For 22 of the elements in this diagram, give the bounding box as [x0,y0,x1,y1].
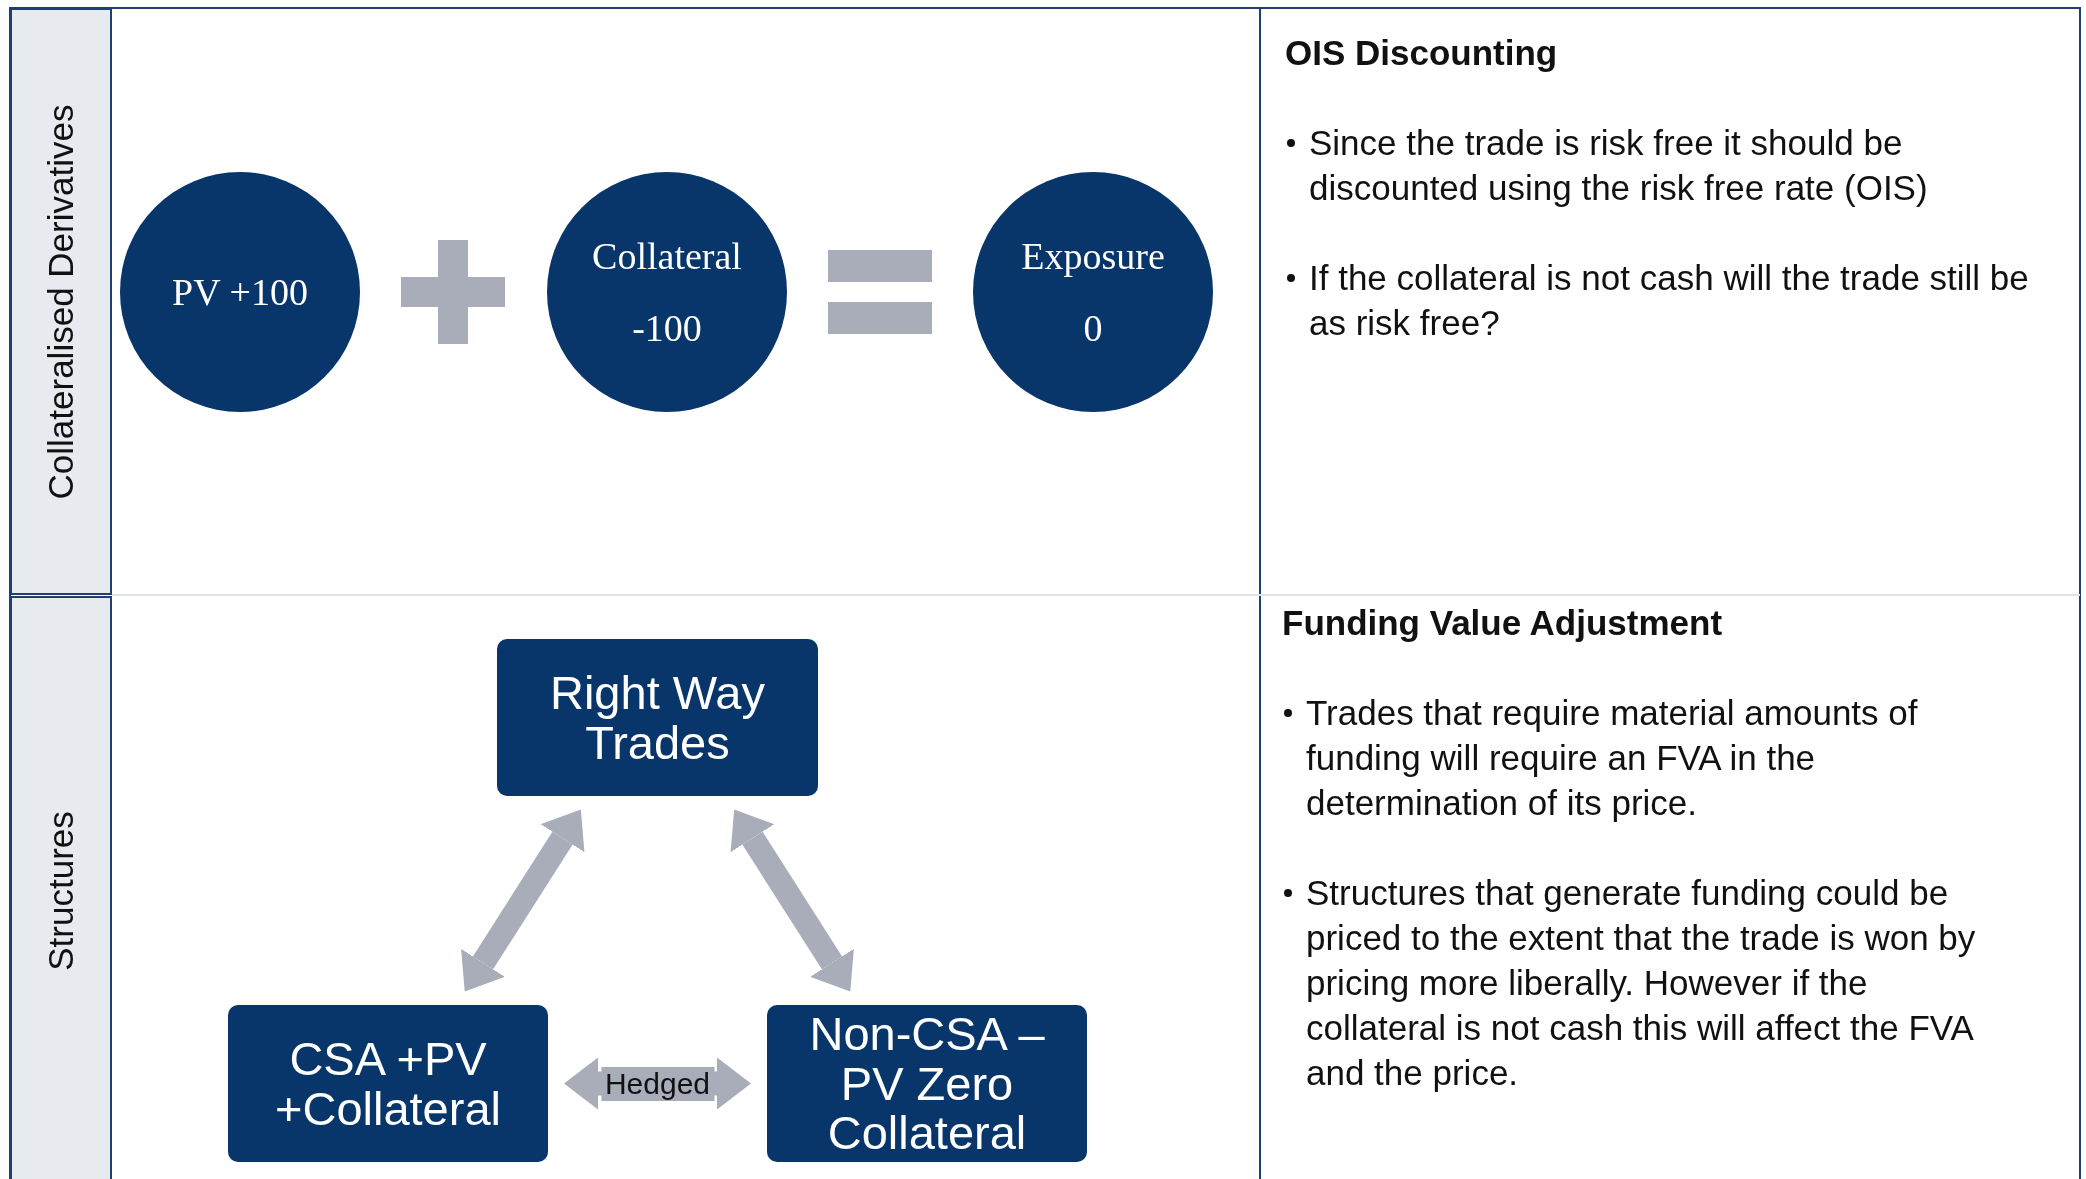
structure-box [228,1005,548,1162]
row-header [10,8,112,595]
structure-box [497,639,818,796]
node-label: Right Way Trades [548,668,766,767]
panel-heading: OIS Discounting [1285,32,1558,74]
bullet-text: Trades that require material amounts of funding will require an FVA in the determination of its price. [1306,692,1919,824]
edge-label: Hedged [600,1066,715,1101]
structure-box [767,1005,1087,1162]
row-label: Structures [41,811,81,971]
node-label: CSA +PV +Collateral [274,1034,502,1133]
node-label: PV +100 [171,270,309,315]
panel-heading: Funding Value Adjustment [1282,602,1723,644]
bullet-text: Structures that generate funding could be priced to the extent that the trade is won by pricing more liberally. However if the collateral is not cash this will affect the FVA and the price. [1306,872,1977,1094]
node-label: Non-CSA – PV Zero Collateral [808,1009,1046,1158]
row-header [10,596,112,1179]
row-label: Collateralised Derivatives [41,104,81,499]
bullet-text: Since the trade is risk free it should be discounted using the risk free rate (OIS) [1309,122,1929,209]
bullet-text: If the collateral is not cash will the trade still be as risk free? [1309,257,2030,344]
node-label: Exposure 0 [1020,234,1166,351]
node-label: Collateral -100 [591,234,743,351]
double-arrow [730,809,854,992]
double-arrow [461,809,585,992]
